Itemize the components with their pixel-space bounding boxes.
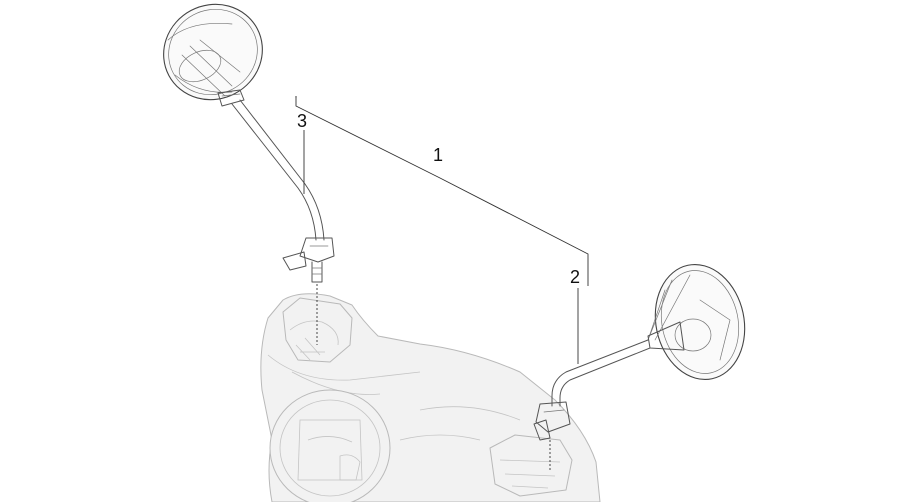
- callout-leaders: [295, 96, 589, 364]
- callout-3: 3: [297, 111, 308, 131]
- right-mirror: [533, 263, 746, 470]
- callout-2: 2: [570, 267, 581, 287]
- handlebar-cover-ghost: [260, 293, 601, 502]
- callout-1: 1: [433, 145, 444, 165]
- left-mirror: [163, 3, 335, 345]
